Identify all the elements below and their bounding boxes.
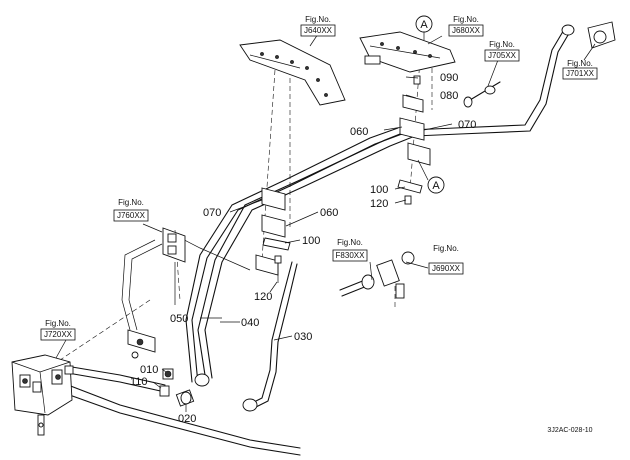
drawing-code: 3J2AC-028-10 xyxy=(547,427,592,434)
callout-100-right: 100 xyxy=(370,184,388,196)
callout-090: 090 xyxy=(440,72,458,84)
control-valve-j720 xyxy=(11,354,74,436)
callout-010: 010 xyxy=(140,364,158,376)
callout-100-mid: 100 xyxy=(302,235,320,247)
fig-ref-j701-line1: Fig.No. xyxy=(567,59,593,68)
fitting-j701 xyxy=(561,21,616,49)
fig-ref-j760-line1: Fig.No. xyxy=(118,198,144,207)
callout-020: 020 xyxy=(178,413,196,425)
pipe-060 xyxy=(197,27,572,379)
callout-050: 050 xyxy=(170,313,188,325)
fig-ref-j690: Fig.No. J690XX xyxy=(428,244,464,275)
fig-ref-j640-line1: Fig.No. xyxy=(305,15,331,24)
callout-030: 030 xyxy=(294,331,312,343)
fig-ref-j705: Fig.No. J705XX xyxy=(484,40,520,62)
fig-ref-j701: Fig.No. J701XX xyxy=(562,59,598,80)
callout-060-mid: 060 xyxy=(320,207,338,219)
circle-ref-a-top: A xyxy=(415,15,433,40)
fig-ref-j680-line1: Fig.No. xyxy=(453,15,479,24)
clamp-set-left xyxy=(255,187,291,276)
fitting-j705 xyxy=(463,81,501,108)
return-pipes xyxy=(49,364,301,456)
callout-120-mid: 120 xyxy=(254,291,272,303)
callout-110: 110 xyxy=(130,376,148,388)
leader-lines xyxy=(55,33,596,412)
fig-ref-j705-line1: Fig.No. xyxy=(489,40,515,49)
fig-ref-j701-line2: J701XX xyxy=(566,69,595,78)
callout-120-right: 120 xyxy=(370,198,388,210)
callout-060-top: 060 xyxy=(350,126,368,138)
pipe-end-030 xyxy=(242,398,258,412)
callout-080: 080 xyxy=(440,90,458,102)
fig-ref-j640-line2: J640XX xyxy=(304,26,333,35)
pipe-end-050 xyxy=(194,373,210,387)
callout-070-left: 070 xyxy=(203,207,221,219)
bracket-j640 xyxy=(239,39,346,106)
fig-ref-j690-line2: J690XX xyxy=(432,264,461,273)
circle-ref-a-top-label: A xyxy=(420,19,428,31)
pipe-050 xyxy=(185,127,403,385)
fig-ref-f830: Fig.No. F830XX xyxy=(332,238,368,262)
fitting-110 xyxy=(159,385,170,397)
fig-ref-j640: Fig.No. J640XX xyxy=(300,15,336,37)
bolt-120-mid xyxy=(274,255,282,283)
fig-ref-j690-line1: Fig.No. xyxy=(433,244,459,253)
tee-fitting-f830-j690 xyxy=(339,251,415,299)
callout-040: 040 xyxy=(241,317,259,329)
fig-ref-f830-line1: Fig.No. xyxy=(337,238,363,247)
fig-ref-j720-line1: Fig.No. xyxy=(45,319,71,328)
callout-070-top: 070 xyxy=(458,119,476,131)
fig-ref-j760: Fig.No. J760XX xyxy=(113,198,149,222)
fig-ref-f830-line2: F830XX xyxy=(336,251,366,260)
fig-ref-j720-line2: J720XX xyxy=(44,330,73,339)
bracket-j760 xyxy=(127,227,186,359)
fig-ref-j760-line2: J760XX xyxy=(117,211,146,220)
fitting-010 xyxy=(162,368,174,380)
fig-ref-j680: Fig.No. J680XX xyxy=(448,15,484,37)
fig-ref-j705-line2: J705XX xyxy=(488,51,517,60)
fitting-020 xyxy=(175,389,195,407)
bracket-j680 xyxy=(359,31,456,73)
circle-ref-a-bottom-label: A xyxy=(432,180,440,192)
clamp-set-right xyxy=(397,75,431,205)
pipe-030 xyxy=(247,261,298,409)
fig-ref-j680-line2: J680XX xyxy=(452,26,481,35)
fig-ref-j720: Fig.No. J720XX xyxy=(40,319,76,341)
circle-ref-a-bottom: A xyxy=(417,159,445,194)
